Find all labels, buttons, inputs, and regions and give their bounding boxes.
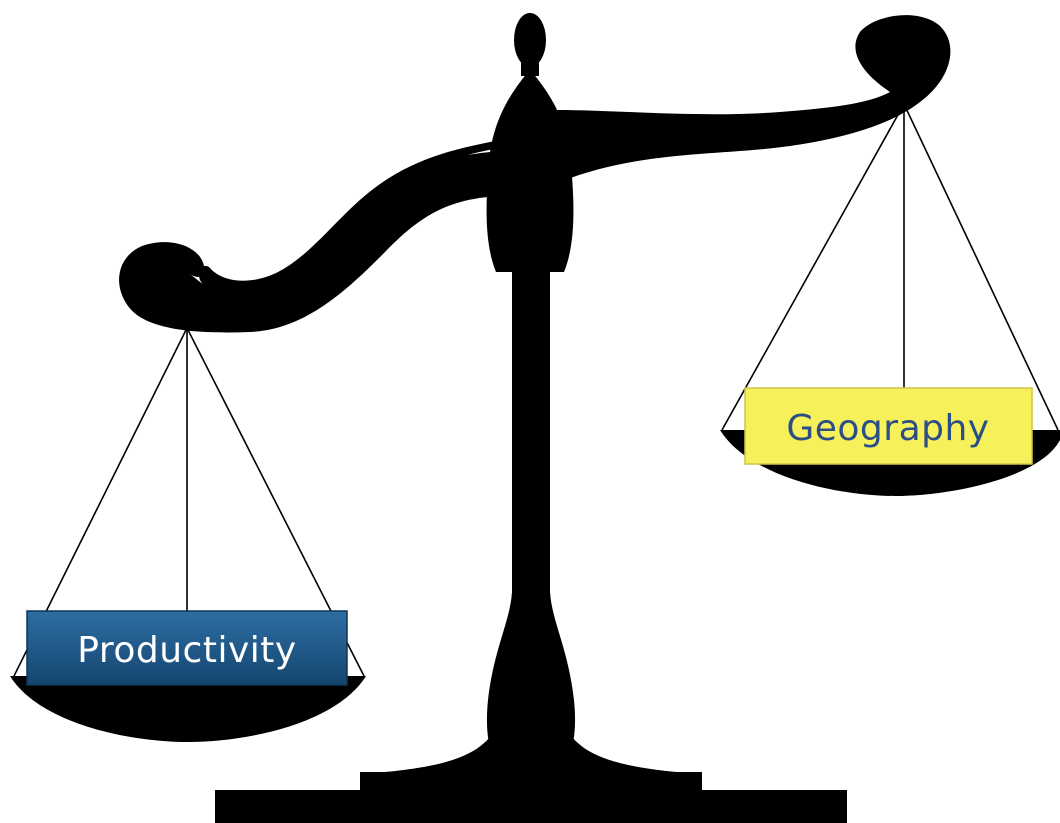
scale-hub xyxy=(486,13,574,272)
scale-stem xyxy=(486,260,576,772)
productivity-label: Productivity xyxy=(26,610,348,686)
productivity-label-text: Productivity xyxy=(77,630,296,671)
geography-label: Geography xyxy=(744,387,1033,465)
scale-beam xyxy=(119,15,951,333)
geography-label-text: Geography xyxy=(786,408,989,449)
